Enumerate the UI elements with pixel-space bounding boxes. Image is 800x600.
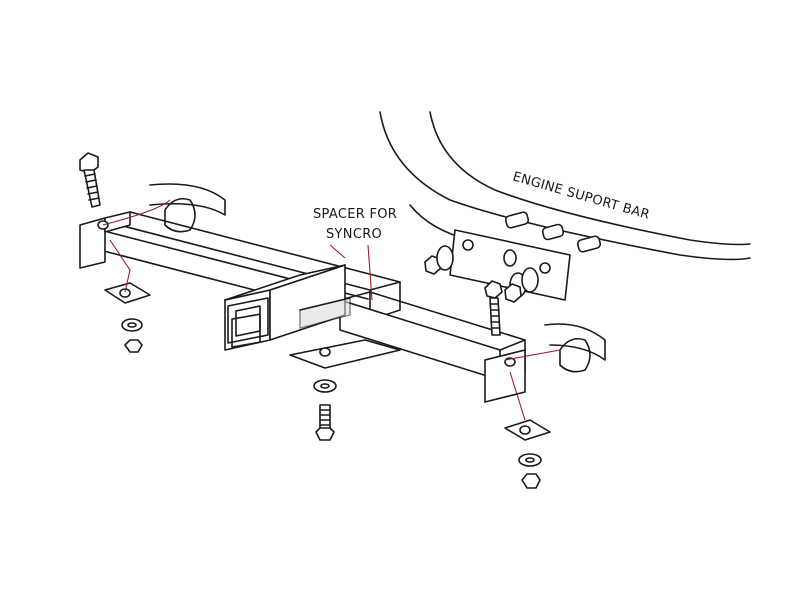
vehicle-frame-rail-left [149, 183, 226, 233]
center-hardware-stack [313, 379, 337, 441]
engine-bar-mounting-plate [449, 229, 571, 301]
syncro-spacer [299, 297, 351, 329]
left-hardware-stack [79, 152, 151, 353]
spacer-label-line2: SYNCRO [326, 227, 382, 242]
engine-bar-studs [504, 211, 602, 253]
leader-lines [102, 199, 561, 421]
engine-bar-label: ENGINE SUPORT BAR [511, 169, 652, 223]
left-end-bracket [79, 211, 131, 269]
spacer-label-line1: SPACER FOR [313, 207, 397, 222]
engine-bar-nuts-washers [424, 245, 539, 303]
vehicle-frame-rail-right [544, 323, 606, 373]
center-mounting-plate [289, 339, 401, 369]
right-hardware-stack [484, 280, 551, 489]
